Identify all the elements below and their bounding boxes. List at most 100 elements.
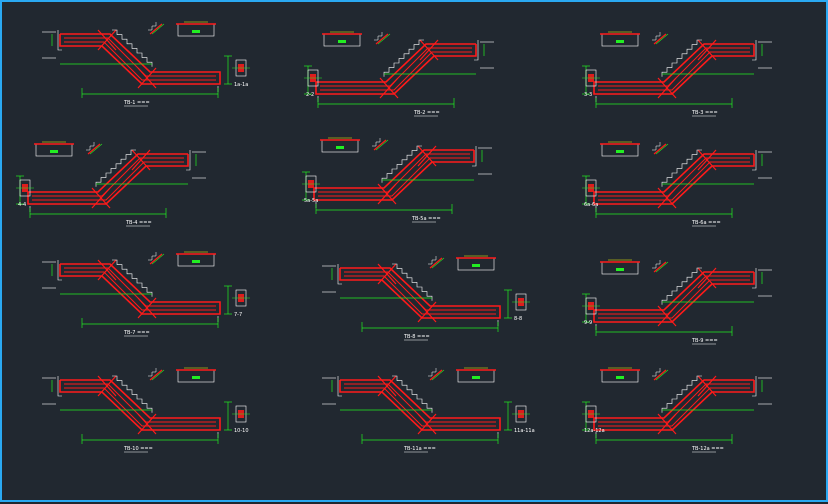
step-sketch-rebar	[87, 143, 101, 155]
detail-title: TB-10 ===	[123, 446, 153, 452]
stair-rebar-top	[64, 37, 216, 77]
stair-slab-rebar	[59, 263, 221, 315]
step-sketch-rebar	[653, 261, 667, 273]
stair-rebar-bottom	[598, 387, 750, 427]
stair-detail: 2-2TB-2 ===	[304, 31, 494, 117]
stair-rebar-top	[344, 383, 496, 423]
stair-detail: 4-4TB-4 ===	[16, 141, 206, 227]
bend-rebar	[377, 263, 397, 285]
bend-rebar	[97, 29, 117, 51]
stair-rebar-bottom	[598, 51, 750, 91]
step-sketch-dim	[655, 261, 669, 273]
section-label: 9-9	[584, 320, 592, 326]
detail-title: TB-12a ===	[691, 446, 724, 452]
step-sketch	[374, 32, 383, 41]
section-dim-block	[192, 260, 200, 263]
section-dim-block	[338, 40, 346, 43]
stair-rebar-top	[598, 275, 750, 315]
section-label: 6a-6a	[584, 202, 598, 208]
section-dim-block	[192, 30, 200, 33]
section-label: 11a-11a	[514, 428, 535, 434]
stair-slab-rebar	[313, 149, 475, 201]
step-sketch-dim	[375, 139, 389, 151]
stair-slab-rebar	[315, 43, 477, 95]
slab-edge	[186, 150, 191, 171]
bend-rebar	[137, 297, 157, 319]
bend-rebar	[697, 149, 717, 171]
step-sketch-dim	[655, 33, 669, 45]
bend-rebar	[697, 39, 717, 61]
detail-title: TB-3 ===	[691, 110, 718, 116]
concrete-steps	[661, 149, 702, 187]
step-sketch-rebar	[375, 33, 389, 45]
section-dim-block	[616, 150, 624, 153]
slab-edge	[57, 260, 62, 281]
concrete-steps	[661, 39, 702, 77]
stair-rebar-top	[598, 383, 750, 423]
stair-slab-rebar	[339, 267, 501, 319]
detail-title: TB-2 ===	[413, 110, 440, 116]
section-label: 10-10	[234, 428, 249, 434]
step-sketch	[148, 22, 157, 31]
step-sketch-dim	[655, 143, 669, 155]
stair-detail: 7-7TB-7 ===	[42, 251, 250, 337]
step-sketch	[652, 142, 661, 151]
bend-rebar	[417, 413, 437, 435]
section-dim-block	[336, 146, 344, 149]
stair-rebar-top	[344, 271, 496, 311]
detail-title: TB-1 ===	[123, 100, 150, 106]
section-label: 7-7	[234, 312, 242, 318]
stair-rebar-top	[598, 47, 750, 87]
stair-slab-rebar	[27, 153, 189, 205]
stair-rebar-bottom	[344, 387, 496, 427]
section-label: 8-8	[514, 316, 522, 322]
step-sketch	[652, 32, 661, 41]
step-sketch-rebar	[429, 369, 443, 381]
step-sketch-dim	[377, 33, 391, 45]
step-sketch	[652, 368, 661, 377]
concrete-steps	[95, 149, 136, 187]
detail-title: TB-8 ===	[403, 334, 430, 340]
step-sketch-rebar	[373, 139, 387, 151]
stair-slab-rebar	[593, 379, 755, 431]
bend-rebar	[419, 39, 439, 61]
concrete-steps	[383, 39, 424, 77]
stair-rebar-top	[598, 157, 750, 197]
bend-rebar	[417, 301, 437, 323]
section-dim-block	[50, 150, 58, 153]
step-sketch-rebar	[653, 33, 667, 45]
bend-rebar	[377, 183, 397, 205]
stair-rebar-bottom	[320, 51, 472, 91]
detail-title: TB-9 ===	[691, 338, 718, 344]
slab-edge	[472, 146, 477, 167]
stair-detail: 3-3TB-3 ===	[582, 31, 772, 117]
bend-rebar	[417, 145, 437, 167]
stair-rebar-bottom	[598, 161, 750, 201]
stair-rebar-top	[318, 153, 470, 193]
detail-title: TB-5a ===	[411, 216, 441, 222]
step-sketch-rebar	[149, 23, 163, 35]
slab-edge	[337, 264, 342, 285]
stair-slab-rebar	[59, 379, 221, 431]
step-sketch	[148, 252, 157, 261]
concrete-steps	[661, 267, 702, 305]
section-dim-block	[616, 268, 624, 271]
step-sketch	[372, 138, 381, 147]
step-sketch-rebar	[653, 143, 667, 155]
section-dim-block	[472, 376, 480, 379]
bend-rebar	[91, 187, 111, 209]
step-sketch	[148, 368, 157, 377]
bend-rebar	[657, 413, 677, 435]
step-sketch-rebar	[149, 253, 163, 265]
concrete-steps	[112, 259, 153, 297]
stair-rebar-bottom	[64, 271, 216, 311]
stair-slab-rebar	[593, 271, 755, 323]
stair-rebar-top	[64, 267, 216, 307]
